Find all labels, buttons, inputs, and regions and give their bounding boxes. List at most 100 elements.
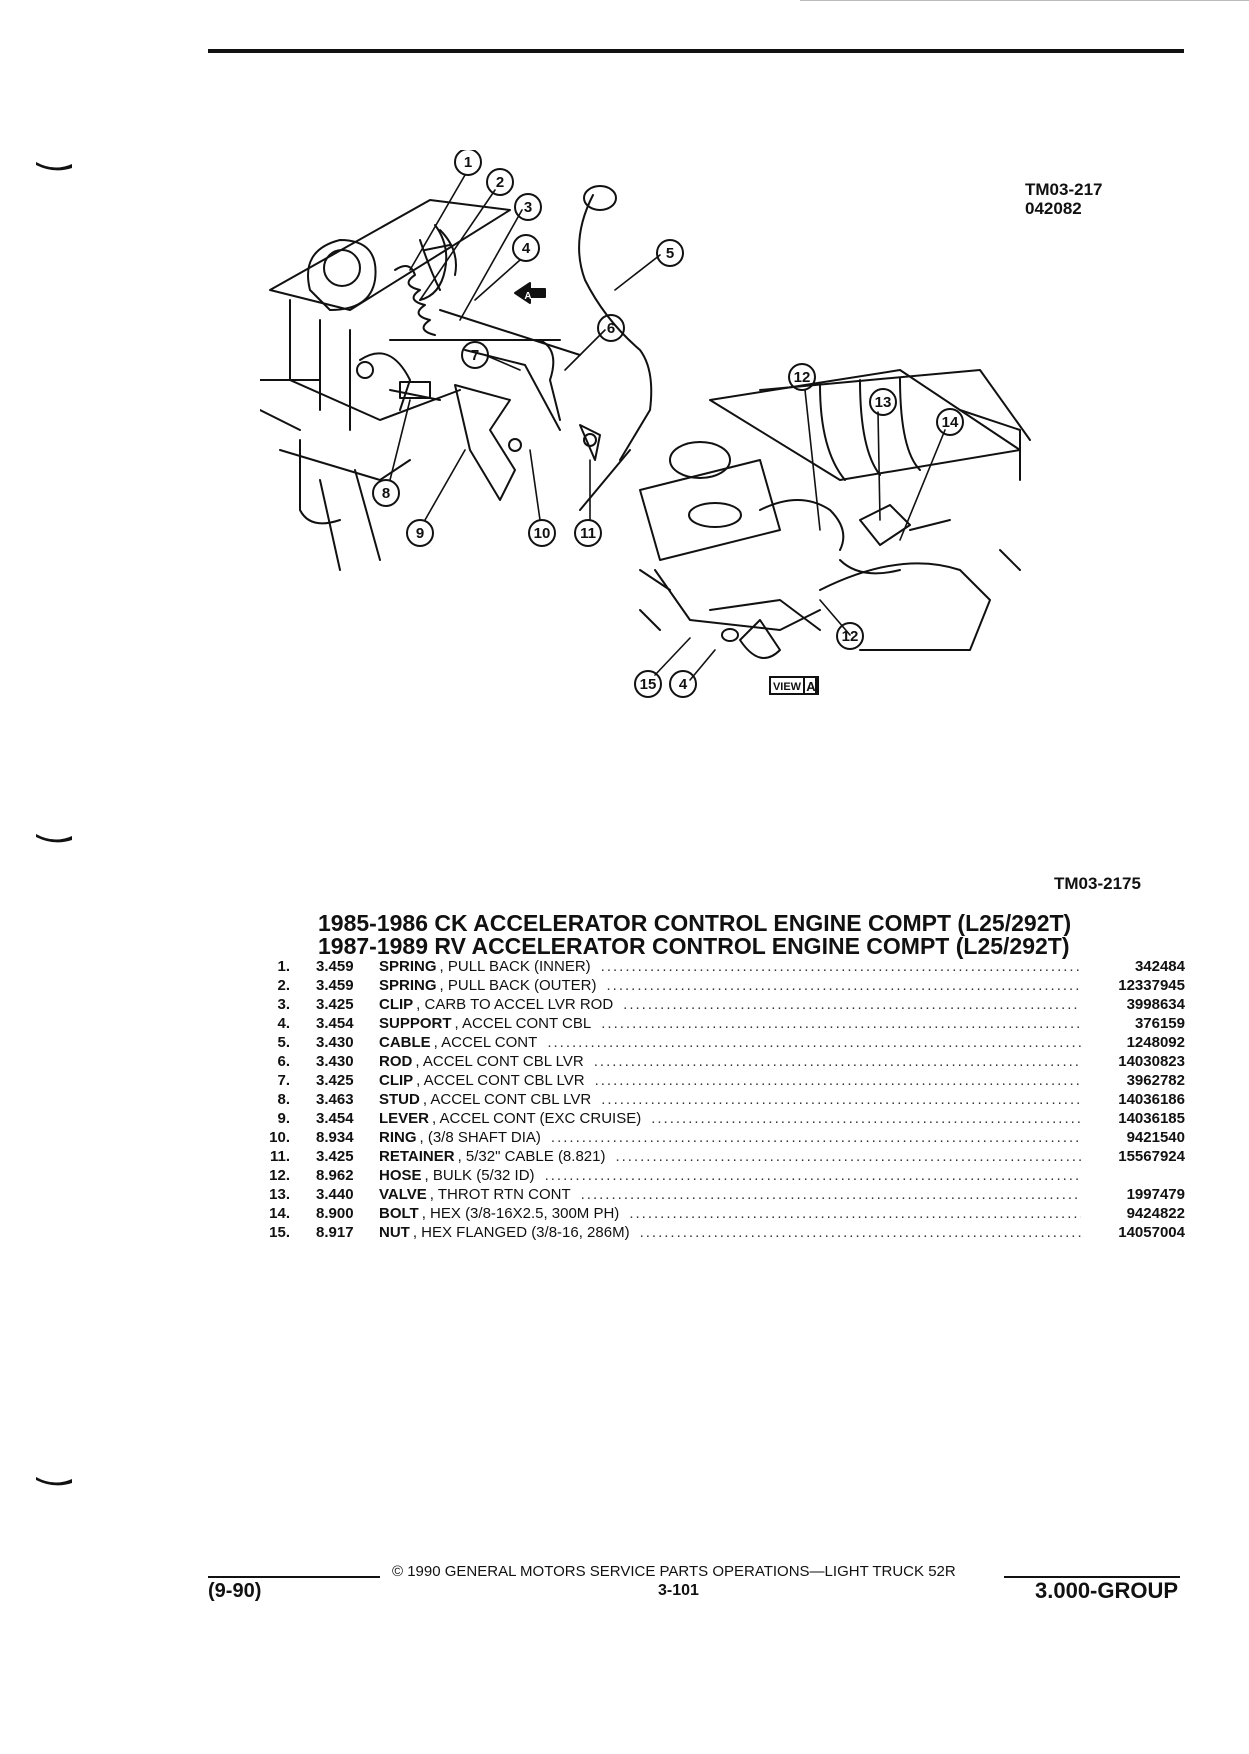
figure-date-code: 042082 — [1025, 199, 1082, 218]
item-name: CLIP — [379, 996, 414, 1013]
group-code: 3.463 — [316, 1091, 354, 1108]
callout-label: 12 — [842, 628, 859, 645]
part-number: 9424822 — [1126, 1205, 1185, 1222]
item-detail: , PULL BACK (OUTER) — [439, 977, 597, 994]
item-name: RETAINER — [379, 1148, 455, 1165]
view-a-label: VIEW A — [769, 676, 819, 695]
item-number: 2. — [277, 977, 290, 994]
item-detail: , ACCEL CONT CBL — [454, 1015, 592, 1032]
part-number: 3998634 — [1126, 996, 1185, 1013]
callout-leader-lines — [389, 174, 946, 681]
item-description: NUT, HEX FLANGED (3/8-16, 286M) — [379, 1223, 1095, 1242]
item-name: LEVER — [379, 1110, 430, 1127]
item-detail: , ACCEL CONT CBL LVR — [416, 1072, 585, 1089]
leader-dots — [581, 1185, 1081, 1204]
group-code: 8.900 — [316, 1205, 354, 1222]
figure-code: TM03-217 042082 — [1025, 180, 1102, 218]
footer-rule-left — [208, 1576, 380, 1578]
leader-dots — [607, 976, 1082, 995]
figure-reference: TM03-2175 — [1054, 874, 1141, 893]
item-detail: , 5/32" CABLE (8.821) — [457, 1148, 606, 1165]
item-description: CABLE, ACCEL CONT — [379, 1033, 1095, 1052]
item-description: CLIP, ACCEL CONT CBL LVR — [379, 1071, 1095, 1090]
leader-dots — [594, 1052, 1081, 1071]
callout-label: 8 — [382, 485, 390, 502]
item-detail: , HEX FLANGED (3/8-16, 286M) — [412, 1224, 630, 1241]
leader-dots — [651, 1109, 1081, 1128]
item-description: RETAINER, 5/32" CABLE (8.821) — [379, 1147, 1095, 1166]
item-description: CLIP, CARB TO ACCEL LVR ROD — [379, 995, 1095, 1014]
item-description: SPRING, PULL BACK (OUTER) — [379, 976, 1095, 995]
item-name: ROD — [379, 1053, 413, 1070]
callout-label: 2 — [496, 174, 504, 191]
item-description: STUD, ACCEL CONT CBL LVR — [379, 1090, 1095, 1109]
item-number: 5. — [277, 1034, 290, 1051]
item-detail: , ACCEL CONT CBL LVR — [415, 1053, 584, 1070]
leader-dots — [601, 957, 1081, 976]
item-number: 14. — [269, 1205, 290, 1222]
part-number: 342484 — [1134, 958, 1185, 975]
part-number: 15567924 — [1118, 1148, 1185, 1165]
group-number: 3.000-GROUP — [1035, 1578, 1179, 1603]
table-row: 1. 3.459 SPRING, PULL BACK (INNER) 342484 — [250, 957, 1185, 976]
item-description: VALVE, THROT RTN CONT — [379, 1185, 1095, 1204]
group-code: 3.430 — [316, 1034, 354, 1051]
item-number: 3. — [277, 996, 290, 1013]
leader-dots — [601, 1014, 1081, 1033]
top-hairline — [800, 0, 1249, 1]
section-titles: 1985-1986 CK ACCELERATOR CONTROL ENGINE … — [318, 912, 1071, 958]
part-number: 9421540 — [1126, 1129, 1185, 1146]
leader-dots — [623, 995, 1081, 1014]
part-number: 376159 — [1134, 1015, 1185, 1032]
part-number: 14036186 — [1118, 1091, 1185, 1108]
callout-label: 7 — [471, 347, 479, 364]
part-number: 3962782 — [1126, 1072, 1185, 1089]
item-number: 4. — [277, 1015, 290, 1032]
leader-dots — [629, 1204, 1081, 1223]
arrow-a-letter: A — [524, 291, 531, 302]
page-number: 3-101 — [658, 1582, 699, 1599]
item-number: 1. — [277, 958, 290, 975]
item-number: 9. — [277, 1110, 290, 1127]
binder-hole-mark — [36, 834, 72, 843]
accelerator-cable-illustration — [578, 185, 653, 511]
revision-date: (9-90) — [208, 1580, 262, 1602]
binder-hole-mark — [36, 162, 72, 171]
view-a-arrow-illustration — [514, 282, 546, 304]
callout-circles — [372, 150, 964, 698]
item-number: 12. — [269, 1167, 290, 1184]
pull-back-spring-illustration — [394, 265, 436, 336]
item-name: RING — [379, 1129, 417, 1146]
callout-label: 14 — [942, 414, 959, 431]
group-code: 3.454 — [316, 1110, 354, 1127]
callout-label: 1 — [464, 154, 472, 171]
group-code: 8.962 — [316, 1167, 354, 1184]
callout-label: 6 — [607, 320, 615, 337]
item-description: ROD, ACCEL CONT CBL LVR — [379, 1052, 1095, 1071]
callout-label: 13 — [875, 394, 892, 411]
item-number: 7. — [277, 1072, 290, 1089]
item-name: SPRING — [379, 958, 437, 975]
callout-label: 15 — [640, 676, 657, 693]
item-detail: , THROT RTN CONT — [429, 1186, 571, 1203]
leader-dots — [547, 1033, 1081, 1052]
leader-dots — [640, 1223, 1081, 1242]
copyright-notice: © 1990 GENERAL MOTORS SERVICE PARTS OPER… — [392, 1563, 956, 1580]
leader-dots — [551, 1128, 1081, 1147]
leader-dots — [601, 1090, 1081, 1109]
group-code: 3.459 — [316, 958, 354, 975]
item-description: SPRING, PULL BACK (INNER) — [379, 957, 1095, 976]
callout-label: 11 — [580, 525, 596, 542]
